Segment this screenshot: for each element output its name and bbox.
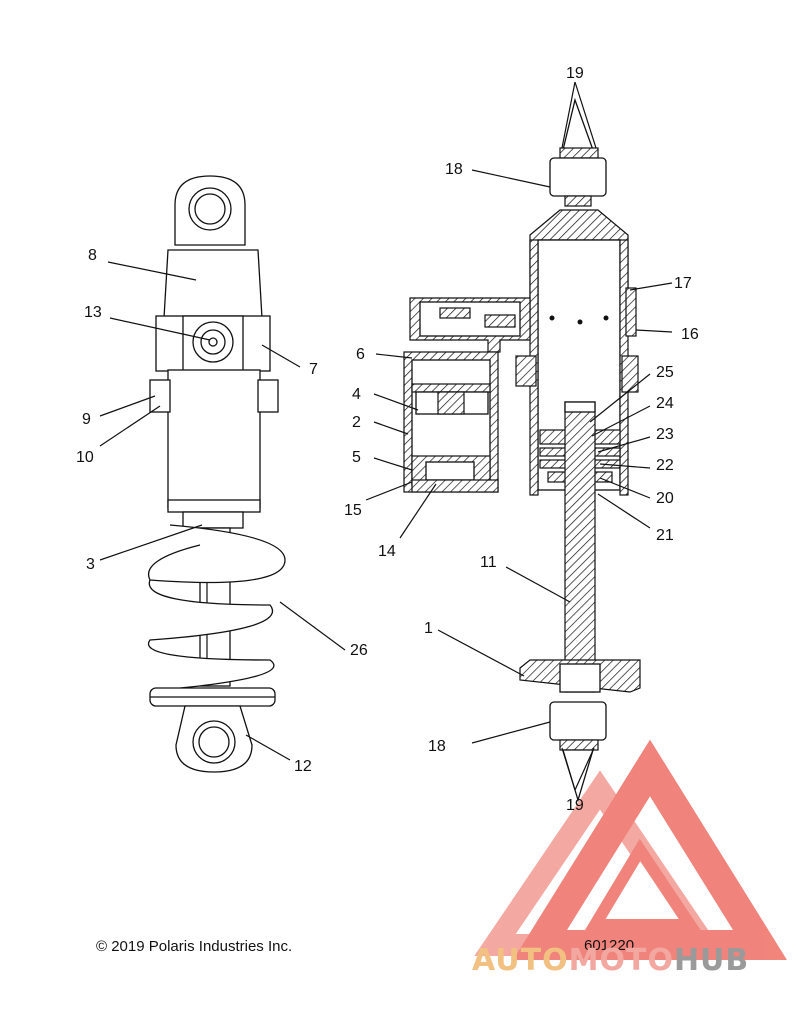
callout-12: 12 bbox=[294, 758, 312, 775]
callout-14: 14 bbox=[378, 543, 396, 560]
callout-labels: 8 13 7 9 10 3 26 12 19 18 17 16 6 4 2 5 … bbox=[76, 65, 699, 814]
watermark-hub: HUB bbox=[674, 943, 749, 978]
callout-19-top: 19 bbox=[566, 65, 584, 82]
callout-18-bottom: 18 bbox=[428, 738, 446, 755]
right-shock-section bbox=[403, 97, 641, 803]
watermark-moto: MOTO bbox=[569, 943, 674, 978]
callout-20: 20 bbox=[656, 490, 674, 507]
callout-8: 8 bbox=[88, 247, 97, 264]
callout-16: 16 bbox=[681, 326, 699, 343]
callout-26: 26 bbox=[350, 642, 368, 659]
diagram-number: 601220 bbox=[584, 937, 634, 954]
callout-17: 17 bbox=[674, 275, 692, 292]
callout-24: 24 bbox=[656, 395, 674, 412]
copyright-notice: © 2019 Polaris Industries Inc. bbox=[96, 938, 292, 955]
callout-11: 11 bbox=[480, 554, 497, 571]
callout-2: 2 bbox=[352, 414, 361, 431]
callout-25: 25 bbox=[656, 364, 674, 381]
callout-21: 21 bbox=[656, 527, 674, 544]
callout-9: 9 bbox=[82, 411, 91, 428]
callout-13: 13 bbox=[84, 304, 102, 321]
callout-4: 4 bbox=[352, 386, 361, 403]
callout-19-bottom: 19 bbox=[566, 797, 584, 814]
leader-lines bbox=[99, 81, 673, 791]
watermark-text: AUTOMOTOHUB bbox=[472, 943, 749, 978]
callout-3: 3 bbox=[86, 556, 95, 573]
watermark-logo bbox=[474, 739, 787, 960]
callout-7: 7 bbox=[309, 361, 318, 378]
callout-5: 5 bbox=[352, 449, 361, 466]
callout-23: 23 bbox=[656, 426, 674, 443]
callout-18-top: 18 bbox=[445, 161, 463, 178]
callout-22: 22 bbox=[656, 457, 674, 474]
callout-6: 6 bbox=[356, 346, 365, 363]
watermark-auto: AUTO bbox=[472, 943, 569, 978]
left-shock-external bbox=[147, 175, 286, 773]
callout-10: 10 bbox=[76, 449, 94, 466]
callout-1: 1 bbox=[424, 620, 433, 637]
callout-15: 15 bbox=[344, 502, 362, 519]
